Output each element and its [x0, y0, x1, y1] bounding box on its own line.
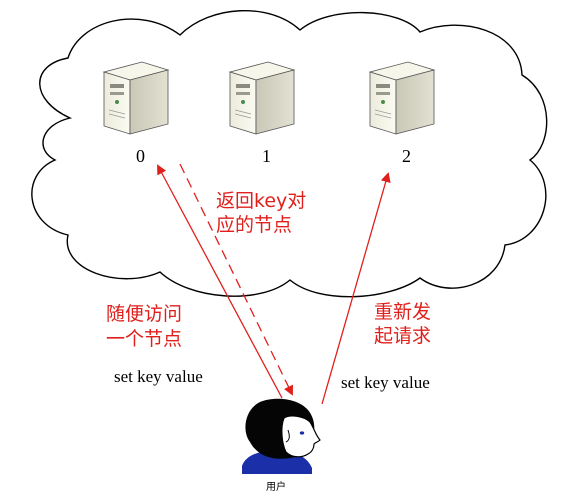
server-tower-icon: [102, 61, 170, 135]
random-node-note-line2: 一个节点: [106, 328, 183, 350]
server-tower-icon: [228, 61, 296, 135]
server-tower-icon: [368, 61, 436, 135]
user-avatar-icon: [242, 398, 321, 474]
node-label-0: 0: [136, 146, 145, 166]
server-node-2: [368, 61, 436, 135]
random-node-note-line1: 随便访问: [106, 303, 183, 325]
redirect-arrow-from-node-0: [179, 163, 293, 396]
resend-note-line2: 起请求: [374, 325, 432, 347]
cluster-cloud: [31, 10, 548, 298]
return-node-note-line1: 返回key对: [216, 190, 307, 212]
return-node-note-line2: 应的节点: [216, 214, 293, 236]
node-label-2: 2: [402, 146, 411, 166]
server-node-0: [102, 61, 170, 135]
resend-arrow-to-node-2: [321, 172, 391, 405]
node-label-1: 1: [262, 146, 271, 166]
user-label: 用户: [266, 482, 286, 493]
request-arrow-to-node-0: [157, 164, 283, 399]
resend-note-line1: 重新发: [374, 301, 432, 323]
command-left: set key value: [114, 367, 203, 386]
server-node-1: [228, 61, 296, 135]
command-right: set key value: [341, 373, 430, 392]
